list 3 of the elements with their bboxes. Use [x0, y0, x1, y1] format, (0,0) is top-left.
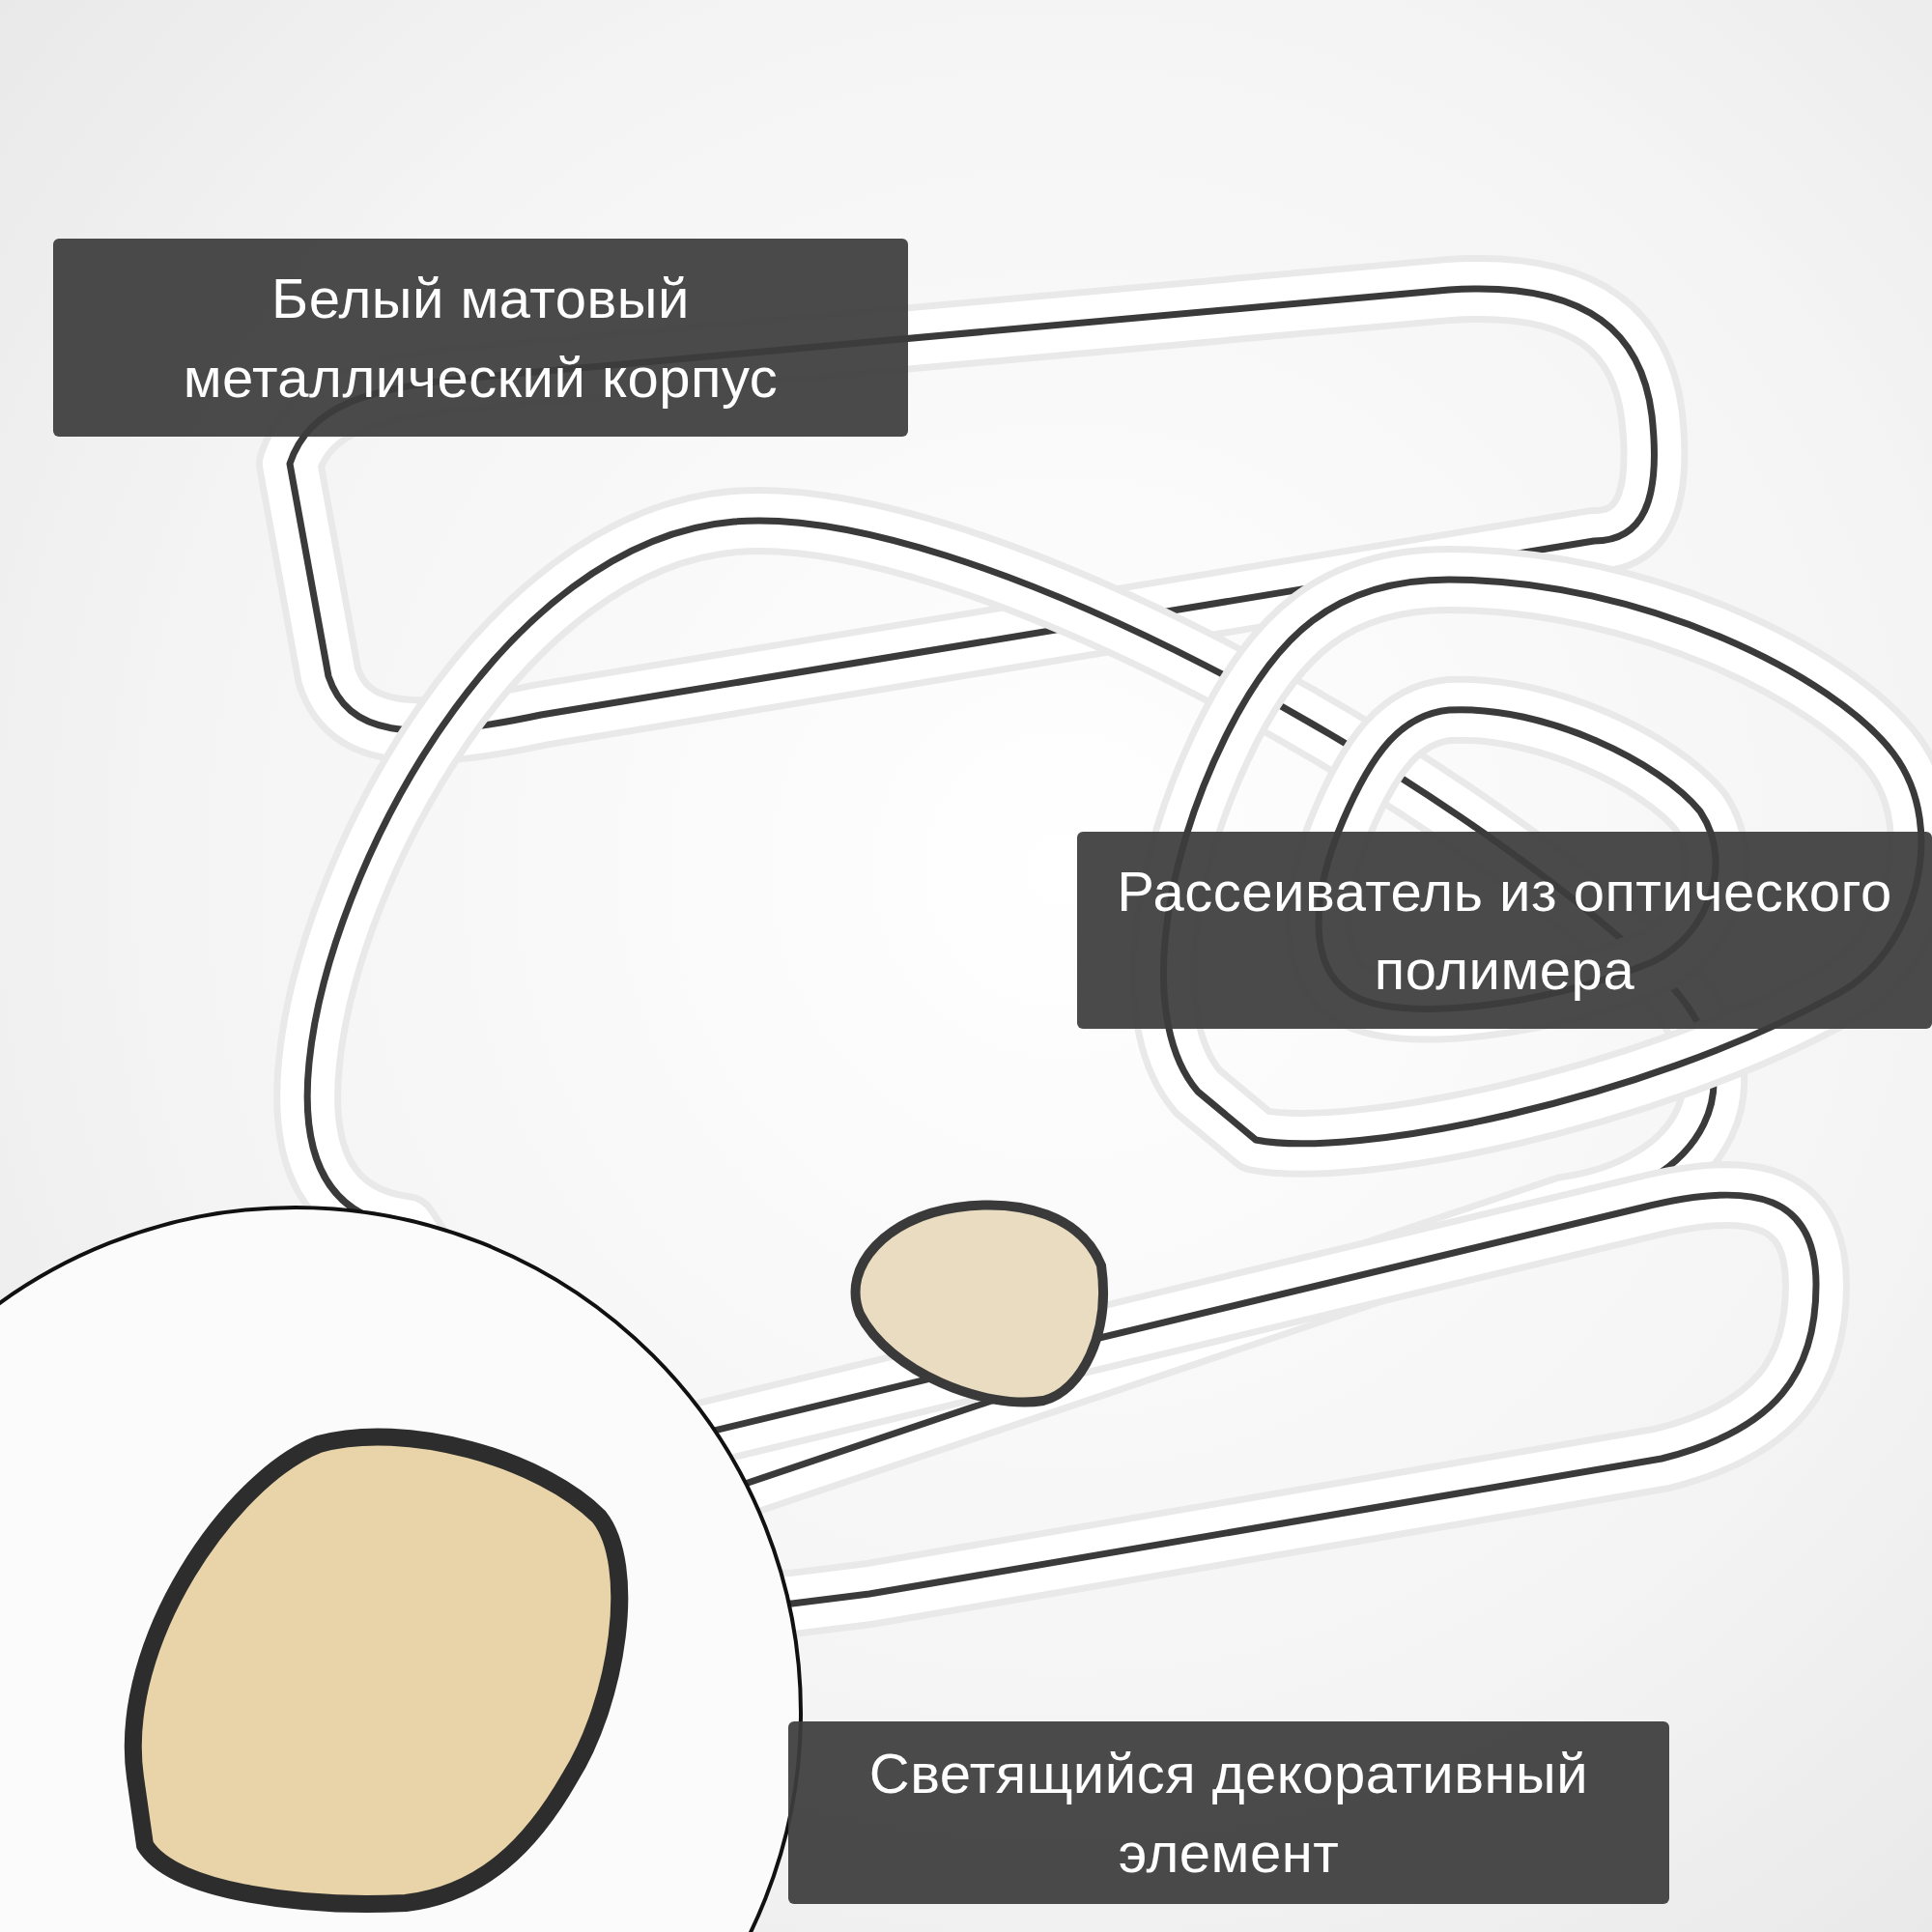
callout-label: Белый матовый металлический корпус [53, 239, 908, 437]
callout-label: Рассеиватель из оптического полимера [1077, 832, 1932, 1029]
callout-label: Светящийся декоративный элемент [788, 1721, 1669, 1904]
